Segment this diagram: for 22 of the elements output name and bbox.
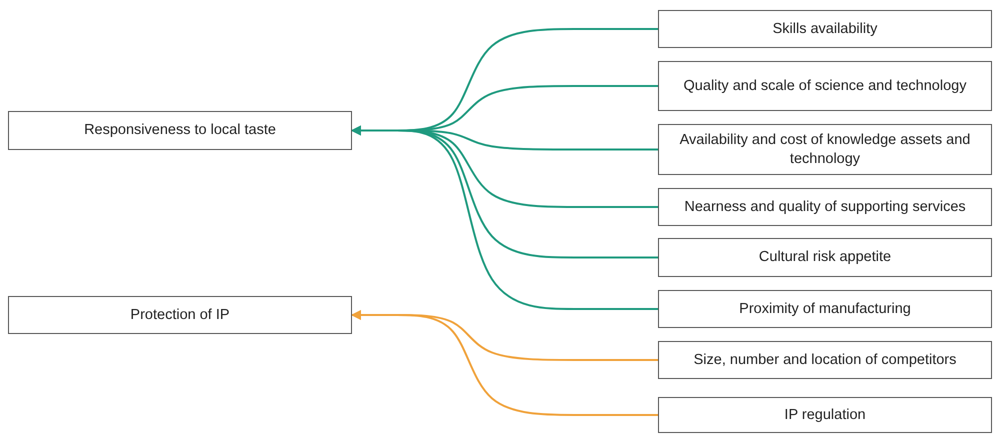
box-label: Nearness and quality of supporting services bbox=[684, 198, 966, 216]
box-label: Skills availability bbox=[772, 20, 878, 38]
factor-box bbox=[658, 290, 992, 328]
factor-box bbox=[658, 238, 992, 277]
box-label: Cultural risk appetite bbox=[758, 248, 892, 267]
box-label: Responsiveness to local taste bbox=[84, 121, 276, 140]
box-label: Protection of IP bbox=[130, 306, 230, 324]
factor-box bbox=[658, 10, 992, 48]
arrow bbox=[351, 310, 658, 416]
arrow bbox=[351, 126, 658, 310]
box-label: Quality and scale of science and technology bbox=[684, 76, 966, 96]
factor-box bbox=[658, 61, 992, 111]
factor-box bbox=[8, 111, 352, 150]
factor-box bbox=[658, 188, 992, 226]
box-label: Proximity of manufacturing bbox=[739, 300, 911, 318]
box-label: Size, number and location of competitors bbox=[694, 350, 956, 370]
box-label: IP regulation bbox=[784, 406, 866, 424]
box-label: Availability and cost of knowledge assets and technology bbox=[678, 130, 972, 168]
factor-box bbox=[658, 124, 992, 175]
factor-box bbox=[658, 341, 992, 379]
factor-box bbox=[8, 296, 352, 334]
factor-box bbox=[658, 397, 992, 433]
